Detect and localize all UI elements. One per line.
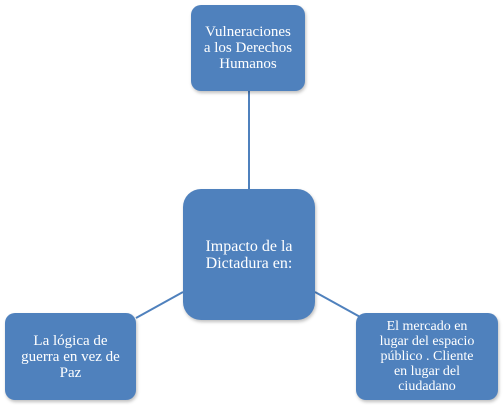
- node-derechos-humanos: Vulneraciones a los Derechos Humanos: [191, 5, 305, 91]
- node-impacto-dictadura: Impacto de la Dictadura en:: [183, 189, 315, 320]
- node-logica-guerra: La lógica de guerra en vez de Paz: [5, 313, 136, 400]
- connector-center-to-right: [314, 291, 363, 319]
- node-mercado-espacio-publico: El mercado en lugar del espacio público …: [356, 313, 498, 400]
- connector-center-to-left: [135, 291, 184, 319]
